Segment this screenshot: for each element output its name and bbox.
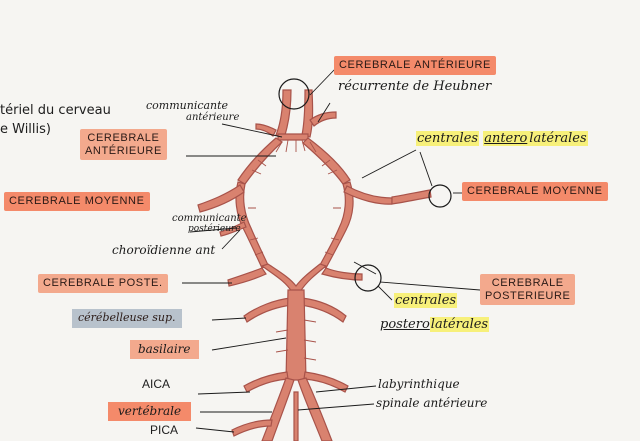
label-communicante-posterieure-2: postérieure [188,224,241,234]
ring-anterior-top [278,78,310,110]
vertebral-left-vessel [261,377,295,441]
anterior-cerebral-branch-left [255,123,277,137]
label-cerebrale-posterieure-right: CEREBRALE POSTERIEURE [480,274,576,306]
label-centrales-postero-line2: posterolatérales [380,317,490,332]
label-centrales-postero-1: centrales [394,293,458,308]
label-labyrinthique: labyrinthique [378,377,460,391]
label-communicante-anterieure-2: antérieure [186,112,240,123]
annotation-rings [278,78,452,292]
header-line-2: e Willis) [0,122,51,137]
ring-middle-right [428,184,452,208]
vertebral-right-vessel [297,377,333,441]
aica-right-vessel [303,371,349,393]
label-cerebelleuse-sup-text: cérébelleuse sup. [72,309,182,328]
anterior-spinal-vessel [293,391,299,441]
label-cerebrale-moyenne-right: CEREBRALE MOYENNE [462,182,608,201]
label-centrales-postero-2: postero [380,317,430,332]
label-centrales-postero-3: latérales [429,317,490,332]
posterior-cerebral-right-vessel [321,267,363,281]
superior-cerebellar-left-vessel [243,297,293,323]
heubner-branch-vessel [309,111,337,127]
label-communicante-posterieure-1: communicante [172,213,247,224]
label-centrales-postero-line1: centrales [394,293,458,308]
pica-left-vessel [231,419,273,437]
label-cerebrale-anterieure-top: CEREBRALE ANTÉRIEURE [334,56,496,75]
basilar-artery-vessel [285,289,307,381]
label-basilaire: basilaire [130,340,199,359]
posterior-cerebral-left-vessel [227,267,267,287]
label-vertebrale: vertébrale [108,402,192,421]
label-centrales-antero-3: latérales [528,131,588,146]
label-cerebrale-poste: CEREBRALE POSTE. [38,274,168,293]
anterior-cerebral-left-vessel [275,89,292,139]
circle-right-lower-vessel [319,181,354,269]
perforating-branches [248,139,341,361]
middle-cerebral-right-distal [391,189,432,205]
label-cerebrale-posterieure-right-line2: POSTERIEURE [485,289,571,302]
basilar-junction-vessel [260,263,328,293]
label-cerebrale-anterieure-left-line1: CEREBRALE [87,132,160,144]
middle-cerebral-left-vessel [197,184,245,213]
label-spinale-anterieure: spinale antérieure [376,396,488,410]
artery-diagram [197,89,432,441]
label-recurrente-heubner: récurrente de Heubner [338,79,492,94]
label-cerebrale-anterieure-left-line2: ANTÉRIEURE [85,144,162,157]
label-aica: AICA [142,377,171,391]
label-centrales-antero-1: centrales [416,131,480,146]
label-cerebrale-anterieure-left: CEREBRALE ANTÉRIEURE [80,129,167,161]
label-choroidienne-ant: choroïdienne ant [112,243,216,257]
superior-cerebellar-right-vessel [299,297,347,323]
label-cerebrale-posterieure-right-line1: CEREBRALE [491,277,564,289]
anterior-cerebral-right-vessel [301,89,314,138]
circle-right-upper-vessel [302,137,351,185]
ring-posterior-right [354,264,382,292]
label-cerebrale-moyenne-left: CEREBRALE MOYENNE [4,192,150,211]
label-cerebelleuse-sup: cérébelleuse sup. [72,309,182,328]
posterior-communicating-vessel [219,221,247,237]
label-pica: PICA [150,423,179,437]
label-communicante-anterieure-1: communicante [146,99,229,112]
leader-lines [182,67,481,433]
anterior-communicating-vessel [277,133,309,141]
header-line-1: tériel du cerveau [0,103,111,118]
label-centrales-antero-2: antero [483,131,529,146]
